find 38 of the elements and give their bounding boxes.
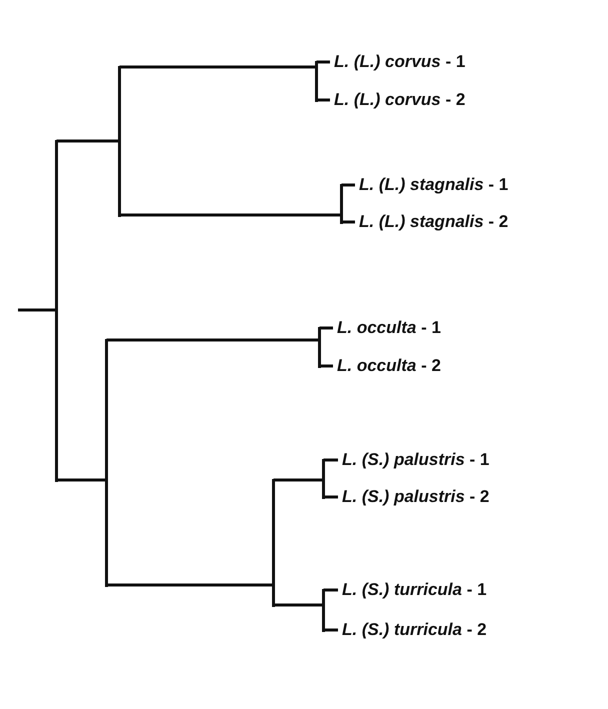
taxon-label: L. (S.) turricula - 1 — [338, 580, 487, 600]
tree-branch — [274, 478, 324, 482]
clade-junction — [322, 588, 325, 632]
taxon-label: L. (L.) stagnalis - 2 — [355, 212, 508, 232]
tree-branch — [342, 184, 355, 186]
clade-junction — [340, 184, 343, 224]
tree-branch — [320, 326, 333, 330]
clade-junction — [272, 478, 275, 606]
tree-branch — [316, 98, 330, 102]
taxon-label: L. (L.) corvus - 2 — [330, 90, 466, 110]
tree-branch — [56, 478, 106, 482]
tree-branch — [106, 338, 320, 342]
taxon-label: L. (S.) palustris - 1 — [338, 450, 490, 470]
tree-branch — [106, 584, 274, 586]
tree-branch — [320, 364, 333, 368]
tree-branch — [274, 604, 324, 606]
clade-junction — [105, 338, 108, 586]
tree-branch — [324, 588, 338, 592]
clade-junction — [55, 140, 58, 482]
taxon-label: L. (L.) corvus - 1 — [330, 52, 466, 72]
clade-junction — [318, 326, 321, 368]
tree-branch — [18, 308, 56, 312]
clade-junction — [315, 60, 318, 102]
clade-junction — [118, 66, 121, 216]
clade-junction — [322, 458, 325, 498]
taxon-label: L. (S.) palustris - 2 — [338, 487, 490, 507]
taxon-label: L. occulta - 2 — [333, 356, 441, 376]
tree-branch — [316, 60, 330, 64]
tree-branch — [324, 458, 338, 462]
taxon-label: L. occulta - 1 — [333, 318, 441, 338]
tree-branch — [324, 628, 338, 632]
tree-branch — [324, 496, 338, 498]
tree-branch — [120, 66, 316, 68]
tree-branch — [120, 214, 342, 216]
tree-branch — [342, 220, 355, 224]
taxon-label: L. (L.) stagnalis - 1 — [355, 175, 508, 195]
tree-branch — [56, 140, 120, 142]
taxon-label: L. (S.) turricula - 2 — [338, 620, 487, 640]
